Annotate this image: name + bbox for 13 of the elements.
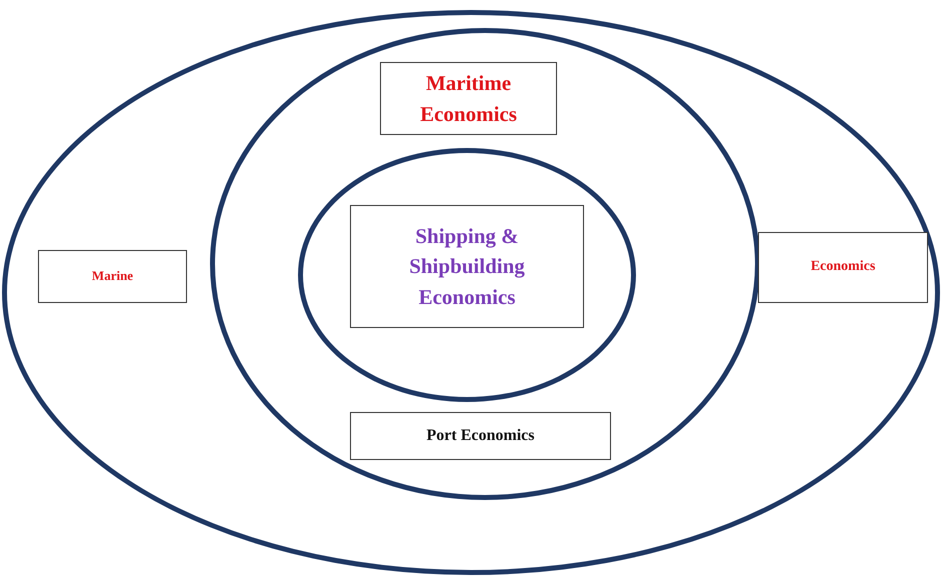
box-text: Port Economics bbox=[426, 426, 534, 446]
box-text: Economics bbox=[810, 258, 876, 276]
ellipse-outline bbox=[2, 10, 940, 575]
text-box bbox=[758, 232, 928, 303]
text-box bbox=[350, 412, 611, 460]
ellipse-outline bbox=[210, 28, 760, 500]
ellipse-outline bbox=[298, 148, 636, 402]
box-text: Marine bbox=[92, 267, 134, 286]
box-text: Maritime Economics bbox=[419, 70, 518, 128]
text-box bbox=[38, 250, 187, 303]
text-box bbox=[380, 62, 557, 135]
box-text: Shipping & Shipbuilding Economics bbox=[408, 222, 526, 311]
text-box bbox=[350, 205, 584, 328]
